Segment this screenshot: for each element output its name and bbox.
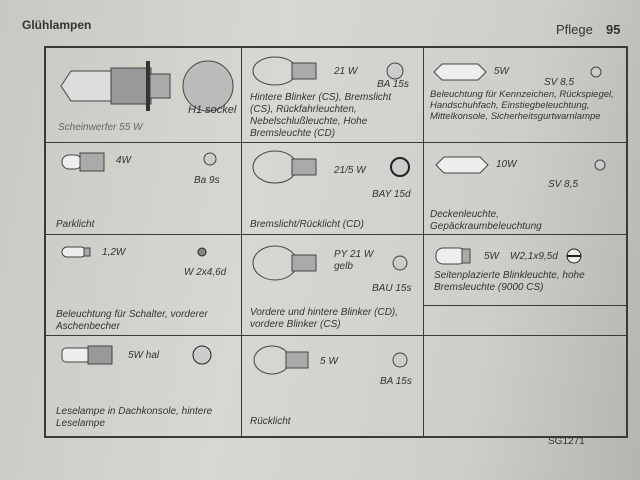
cell-description: Bremslicht/Rücklicht (CD)	[250, 219, 364, 230]
wedge-bulb-icon	[435, 247, 582, 265]
ba15s-bulb-icon	[252, 56, 404, 86]
bau15s-bulb-icon	[252, 245, 408, 281]
cell-h1: H1 sockel Scheinwerfer 55 W	[46, 48, 242, 143]
cell-description: Rücklicht	[250, 416, 291, 427]
cell-4w: 4W Ba 9s Parklicht	[46, 143, 242, 235]
chapter-title: Pflege	[556, 22, 593, 37]
wattage: 5W	[484, 251, 499, 262]
wattage: 4W	[116, 155, 131, 166]
wattage: 5W	[494, 66, 509, 77]
cell-description: Parklicht	[56, 219, 95, 230]
cell-5w-rear: 5 W BA 15s Rücklicht	[242, 336, 424, 436]
festoon-bulb-icon	[435, 156, 606, 174]
cell-description: Vordere und hintere Blinker (CD), vorder…	[250, 307, 399, 330]
halogen-bulb-icon	[61, 345, 212, 365]
festoon-bulb-icon	[433, 63, 602, 81]
ba9s-bulb-icon	[61, 152, 217, 172]
socket-label: W2,1x9,5d	[510, 251, 558, 262]
wattage: 21 W	[334, 66, 358, 77]
section-title: Glühlampen	[22, 18, 92, 32]
cell-5w-sv: 5W SV 8,5 Beleuchtung für Kennzeichen, R…	[424, 48, 626, 143]
cell-1-2w: 1,2W W 2x4,6d Beleuchtung für Schalter, …	[46, 235, 242, 336]
cell-description: Deckenleuchte, Gepäckraumbeleuchtung	[430, 209, 542, 232]
cell-description: Beleuchtung für Kennzeichen, Rückspiegel…	[430, 89, 614, 122]
cell-21-5w: 21/5 W BAY 15d Bremslicht/Rücklicht (CD)	[242, 143, 424, 235]
socket-label: BAY 15d	[372, 189, 411, 200]
wattage: PY 21 W gelb	[334, 249, 374, 272]
wattage: 5W hal	[128, 350, 160, 361]
socket-label: SV 8,5	[548, 179, 579, 190]
ba15s-bulb-icon	[253, 345, 408, 375]
socket-label: BAU 15s	[372, 283, 412, 294]
figure-code: SG1271	[548, 436, 585, 447]
cell-description: Leselampe in Dachkonsole, hintere Lesela…	[56, 406, 213, 429]
cell-empty	[424, 306, 626, 336]
page-number: 95	[606, 22, 621, 37]
socket-label: BA 15s	[380, 376, 412, 387]
socket-label: SV 8,5	[544, 77, 575, 88]
cell-5w-w21: 5W W2,1x9,5d Seitenplazierte Blinkleucht…	[424, 235, 626, 306]
w2x46d-bulb-icon	[61, 246, 207, 258]
cell-py21w: PY 21 W gelb BAU 15s Vordere und hintere…	[242, 235, 424, 336]
cell-21w: 21 W BA 15s Hintere Blinker (CS), Bremsl…	[242, 48, 424, 143]
cell-description: Hintere Blinker (CS), Bremslicht (CS), R…	[250, 92, 392, 139]
cell-description: Seitenplazierte Blinkleuchte, hohe Brems…	[434, 270, 585, 293]
h1-bulb-icon	[60, 60, 234, 112]
cell-description: Beleuchtung für Schalter, vorderer Asche…	[56, 309, 208, 332]
cell-description: Scheinwerfer 55 W	[58, 122, 143, 133]
cell-10w: 10W SV 8,5 Deckenleuchte, Gepäckraumbele…	[424, 143, 626, 235]
wattage: 5 W	[320, 356, 338, 367]
wattage: 21/5 W	[334, 165, 366, 176]
wattage: 10W	[496, 159, 517, 170]
socket-label: BA 15s	[377, 79, 409, 90]
socket-label: W 2x4,6d	[184, 267, 227, 278]
wattage: 1,2W	[102, 247, 126, 258]
bulb-table: H1 sockel Scheinwerfer 55 W 21 W BA 15s …	[44, 46, 628, 438]
socket-label: H1 sockel	[188, 104, 237, 116]
cell-5w-hal: 5W hal Leselampe in Dachkonsole, hintere…	[46, 336, 242, 436]
bay15d-bulb-icon	[252, 150, 410, 184]
socket-label: Ba 9s	[194, 175, 220, 186]
